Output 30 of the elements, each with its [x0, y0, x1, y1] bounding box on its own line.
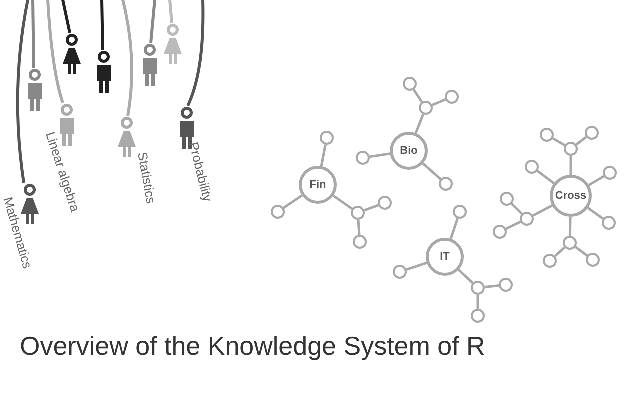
connector-line: [536, 170, 555, 184]
connector-line: [406, 262, 428, 271]
connector-line: [568, 216, 572, 236]
title: Overview of the Knowledge System of R: [20, 333, 486, 359]
connector-line: [552, 137, 566, 147]
connector-line: [422, 162, 442, 180]
connector-line: [554, 246, 566, 258]
field-label: Statistics: [136, 151, 158, 205]
field-label: Probability: [187, 140, 215, 204]
field-label: Linear algebra: [44, 130, 82, 214]
connector-line: [414, 114, 425, 134]
connector-line: [458, 269, 474, 284]
connector-line: [484, 284, 500, 288]
connector-line: [412, 89, 424, 103]
connector-line: [511, 203, 523, 215]
connector-line: [320, 144, 327, 167]
connector-line: [576, 136, 588, 146]
connector-line: [364, 204, 379, 212]
connector-line: [476, 295, 480, 309]
connector-line: [432, 98, 446, 106]
connector-line: [370, 152, 390, 158]
connector-line: [357, 220, 361, 236]
connector-line: [588, 175, 605, 186]
connector-line: [570, 156, 572, 175]
connector-line: [506, 220, 522, 230]
connector-line: [574, 246, 588, 257]
connector-line: [450, 218, 459, 240]
connector-line: [332, 194, 353, 210]
connector-line: [283, 194, 303, 210]
connector-line: [587, 207, 604, 220]
